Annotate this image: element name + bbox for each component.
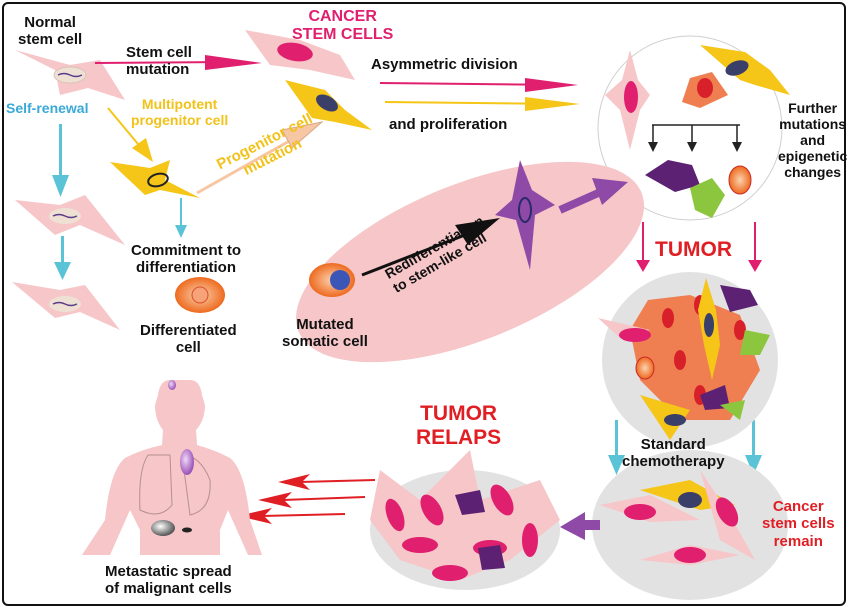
progenitor-mutation-arrow [196,121,324,195]
further-mutations-circle [597,35,790,221]
cancer-stem-cell-yellow [285,80,372,130]
redifferentiation-ellipse [296,160,644,363]
label-tumor: TUMOR [655,238,732,261]
label-multipotent-progenitor: Multipotent progenitor cell [131,96,229,129]
label-self-renewal: Self-renewal [6,100,89,116]
tumor-arrows [636,222,762,272]
label-and-proliferation: and proliferation [389,116,508,133]
label-commitment: Commitment to differentiation [131,242,241,277]
self-renewal-arrows [52,124,762,475]
label-stem-cell-mutation: Stem cell mutation [126,44,192,79]
relapse-arrow [560,512,600,540]
relapse-disc [370,450,560,590]
label-metastatic-spread: Metastatic spread of malignant cells [105,563,232,598]
label-mutated-somatic-cell: Mutated somatic cell [282,316,368,351]
label-standard-chemotherapy: Standard chemotherapy [622,436,725,471]
normal-stem-cell [15,50,125,100]
cancer-stem-cell-pink [245,30,355,80]
asymmetric-division-arrows [379,78,580,111]
stem-cell-mutation-arrow [94,55,262,70]
label-csc-remain: Cancer stem cells remain [762,498,835,550]
tumor-disc [598,272,778,448]
label-cancer-stem-cells: CANCER STEM CELLS [292,8,394,44]
label-tumor-relaps: TUMOR RELAPS [416,402,502,450]
label-differentiated-cell: Differentiated cell [140,322,237,357]
differentiated-cell [175,277,225,313]
progenitor-cell [110,160,200,198]
csc-remain-disc [592,450,788,600]
multipotent-arrow [107,107,153,162]
label-asymmetric-division: Asymmetric division [371,56,518,73]
self-renewal-cell-1 [15,195,125,245]
metastatic-arrows [238,474,376,524]
self-renewal-cell-2 [12,282,120,330]
label-further-mutations: Further mutations and epigenetic changes [778,100,848,181]
label-normal-stem-cell: Normal stem cell [18,14,83,49]
human-body [82,380,262,555]
